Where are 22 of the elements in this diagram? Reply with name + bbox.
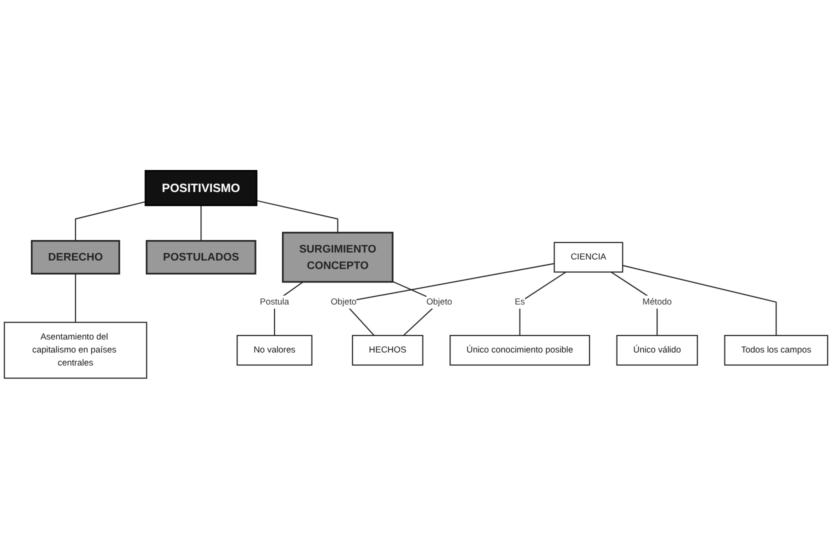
- node-box: No valores: [236, 334, 312, 366]
- edge-label: Método: [642, 297, 672, 307]
- node-box: HECHOS: [352, 334, 424, 366]
- edge-label: Postula: [260, 297, 290, 307]
- node-box: Único válido: [616, 334, 698, 366]
- node-box: POSITIVISMO: [144, 170, 258, 206]
- node-box: Todos los campos: [724, 334, 828, 366]
- connector: [74, 201, 146, 241]
- connector: [622, 264, 777, 336]
- connector: [74, 274, 76, 322]
- connector: [519, 272, 566, 336]
- edge-label: Objeto: [426, 297, 452, 307]
- node-box: Único conocimiento posible: [450, 334, 590, 366]
- node-box: CIENCIA: [554, 242, 624, 273]
- edge-label: Es: [514, 297, 525, 307]
- node-box: Asentamiento del capitalismo en países centrales: [4, 322, 148, 379]
- node-box: DERECHO: [30, 240, 120, 274]
- connector: [200, 205, 202, 241]
- connector: [256, 200, 338, 233]
- node-box: POSTULADOS: [146, 240, 256, 274]
- edge-label: Objeto: [330, 297, 357, 307]
- node-box: SURGIMIENTO CONCEPTO: [282, 232, 394, 283]
